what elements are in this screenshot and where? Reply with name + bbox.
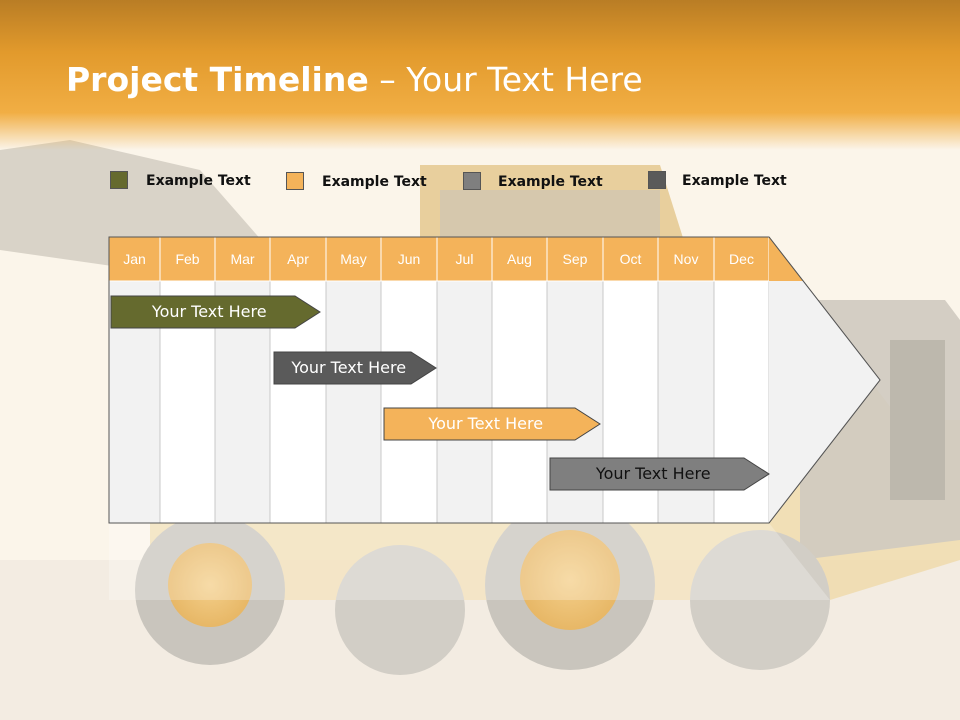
legend-label: Example Text	[498, 174, 603, 190]
task-bar[interactable]	[273, 351, 437, 385]
legend-label: Example Text	[682, 173, 787, 189]
month-label: Nov	[673, 251, 699, 267]
month-label: Apr	[287, 251, 309, 267]
month-label: May	[340, 251, 367, 267]
legend-swatch	[286, 172, 304, 190]
month-label: Jul	[455, 251, 474, 267]
month-column	[380, 280, 438, 524]
month-header-cell	[380, 236, 438, 282]
task-bar-label: Your Text Here	[428, 414, 544, 433]
month-header-cell	[325, 236, 382, 282]
legend-swatch	[463, 172, 481, 190]
month-label: Oct	[619, 251, 642, 267]
month-label: Aug	[507, 251, 532, 267]
arrow-tail-area	[769, 281, 880, 523]
task-bar[interactable]	[549, 457, 770, 491]
legend-swatch	[110, 171, 128, 189]
task-bar[interactable]	[383, 407, 601, 441]
month-label: Jan	[123, 251, 146, 267]
month-column	[436, 280, 493, 524]
slide-title: Project Timeline – Your Text Here	[66, 60, 643, 99]
task-bar-label: Your Text Here	[595, 464, 711, 483]
title-rest: – Your Text Here	[379, 60, 643, 99]
month-label: Mar	[230, 251, 255, 267]
month-header-cell	[269, 236, 327, 282]
legend-swatch	[648, 171, 666, 189]
month-header-cell	[657, 236, 715, 282]
timeline-arrow-outline	[108, 236, 881, 524]
task-bar-label: Your Text Here	[151, 302, 267, 321]
task-bar-label: Your Text Here	[291, 358, 407, 377]
month-label: Sep	[562, 251, 588, 267]
month-column	[491, 280, 548, 524]
legend-label: Example Text	[322, 174, 427, 190]
header-band	[0, 0, 960, 150]
month-header-cell	[546, 236, 604, 282]
chart-reflection	[109, 523, 830, 600]
month-header-cell	[214, 236, 271, 282]
month-header-cell	[602, 236, 659, 282]
task-bar[interactable]	[110, 295, 321, 329]
month-label: Feb	[175, 251, 200, 267]
month-label: Dec	[729, 251, 754, 267]
legend-label: Example Text	[146, 173, 251, 189]
month-label: Jun	[397, 251, 421, 267]
month-column	[325, 280, 382, 524]
title-bold: Project Timeline	[66, 60, 369, 99]
month-header-cell	[491, 236, 548, 282]
